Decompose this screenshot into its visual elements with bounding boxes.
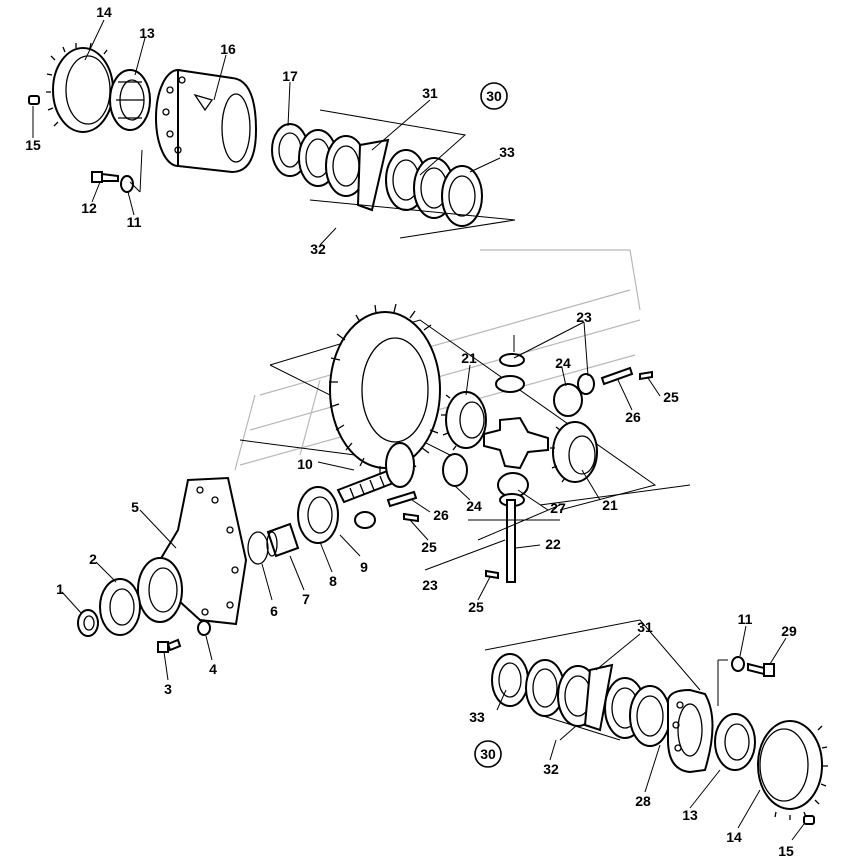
callout-labels: 14 13 16 17 31 33 15 12 11 32 23 21 24 2… <box>25 4 797 859</box>
callout-14: 14 <box>726 829 742 845</box>
callout-15: 15 <box>778 843 794 859</box>
callout-28: 28 <box>635 793 651 809</box>
callout-3: 3 <box>164 681 172 697</box>
shim-stack-bottom <box>491 653 671 747</box>
cross-shaft <box>506 499 516 583</box>
adjusting-ring-top <box>46 42 114 133</box>
reference-label: 30 <box>486 88 502 104</box>
bolt-29 <box>747 662 775 677</box>
callout-1: 1 <box>56 581 64 597</box>
callout-11: 11 <box>738 611 753 627</box>
adjusting-ring-bottom <box>757 720 828 820</box>
callout-31: 31 <box>422 85 438 101</box>
callout-24: 24 <box>555 355 571 371</box>
callout-32: 32 <box>310 241 326 257</box>
callout-16: 16 <box>220 41 236 57</box>
bearing-bottom <box>714 713 756 771</box>
drive-pinion <box>336 442 415 504</box>
callout-22: 22 <box>545 536 561 552</box>
carrier-assembly <box>77 476 339 653</box>
callout-33: 33 <box>499 144 515 160</box>
screw-15-bottom <box>803 815 815 825</box>
pinion-nut <box>77 609 99 637</box>
washer-11-bottom <box>731 656 745 672</box>
callout-14: 14 <box>96 4 112 20</box>
shim-stack-top <box>271 123 483 227</box>
callout-29: 29 <box>781 623 797 639</box>
callout-23: 23 <box>422 577 438 593</box>
side-gear-right <box>550 421 598 483</box>
bolt-3 <box>157 638 182 653</box>
callout-12: 12 <box>81 200 97 216</box>
washer-11-top <box>120 175 134 193</box>
callout-26: 26 <box>625 409 641 425</box>
bolt-12 <box>91 171 119 183</box>
callout-9: 9 <box>360 559 368 575</box>
pins <box>386 366 634 508</box>
bearing-top <box>109 69 151 131</box>
spring-pins <box>403 370 653 580</box>
callout-26: 26 <box>433 507 449 523</box>
callout-24: 24 <box>466 498 482 514</box>
callout-4: 4 <box>209 661 217 677</box>
ring-gear-assembly <box>239 303 691 583</box>
differential-housing <box>155 68 258 174</box>
callout-17: 17 <box>282 68 298 84</box>
front-bearing <box>99 578 141 636</box>
reference-marker-top: 30 <box>480 82 508 110</box>
callout-25: 25 <box>421 539 437 555</box>
screw-15-top <box>28 95 40 105</box>
callout-33: 33 <box>469 709 485 725</box>
pinion-gear-upper <box>553 383 583 417</box>
callout-21: 21 <box>602 497 618 513</box>
callout-5: 5 <box>131 499 139 515</box>
differential-housing-bottom <box>667 688 714 774</box>
seal-ring <box>247 531 269 565</box>
callout-8: 8 <box>329 573 337 589</box>
callout-13: 13 <box>139 25 155 41</box>
pinion-gear-lower <box>442 453 468 487</box>
callout-32: 32 <box>543 761 559 777</box>
callout-7: 7 <box>302 591 310 607</box>
callout-27: 27 <box>550 500 566 516</box>
callout-6: 6 <box>270 603 278 619</box>
bottom-assembly <box>484 619 828 825</box>
callout-25: 25 <box>663 389 679 405</box>
top-assembly <box>28 42 516 239</box>
callout-2: 2 <box>89 551 97 567</box>
callout-31: 31 <box>637 619 653 635</box>
side-gear-left <box>441 391 487 451</box>
carrier-housing <box>137 476 248 626</box>
reference-marker-bottom: 30 <box>474 740 502 768</box>
reference-label: 30 <box>480 746 496 762</box>
leader-lines <box>32 19 805 841</box>
callout-15: 15 <box>25 137 41 153</box>
callout-23: 23 <box>576 309 592 325</box>
callout-13: 13 <box>682 807 698 823</box>
callout-21: 21 <box>461 350 477 366</box>
rear-bearing <box>297 486 339 544</box>
thrust-washers <box>354 353 595 529</box>
washer-4 <box>197 620 211 636</box>
spider-cross <box>483 416 549 470</box>
spacer-sleeve <box>266 522 300 558</box>
callout-11: 11 <box>127 214 142 230</box>
ring-gear <box>329 303 441 476</box>
callout-10: 10 <box>297 456 313 472</box>
callout-25: 25 <box>468 599 484 615</box>
